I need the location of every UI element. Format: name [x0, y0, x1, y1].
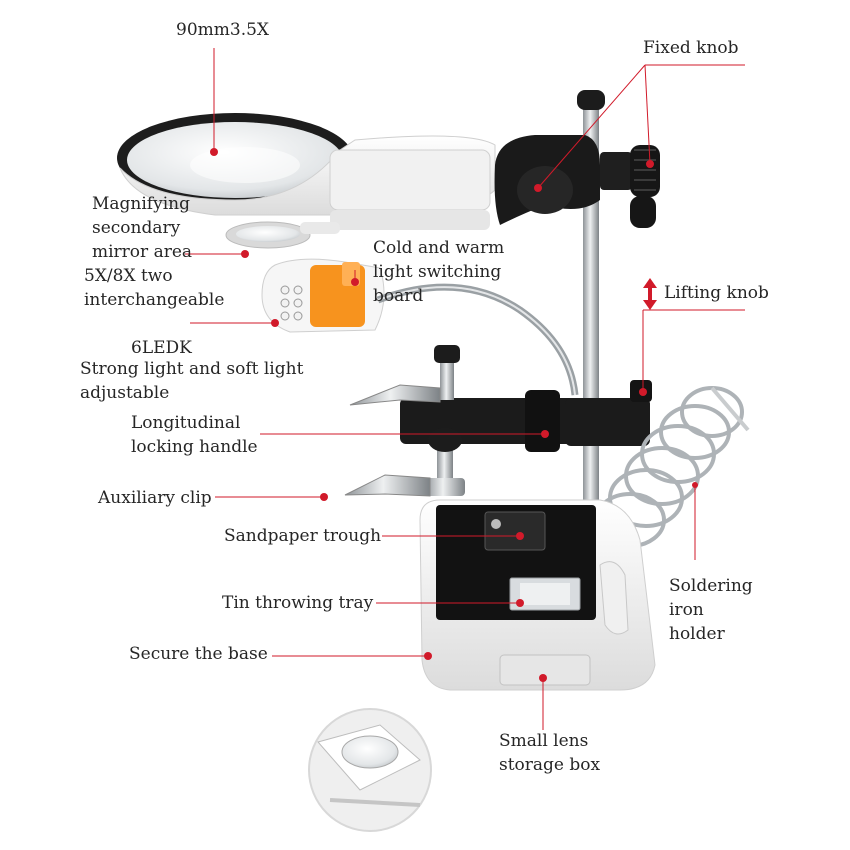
led-lamp: [261, 258, 385, 333]
magnifier-head: [117, 113, 496, 230]
label-light-adjustable: Strong light and soft light adjustable: [80, 359, 304, 403]
clip-arm: [400, 345, 652, 496]
label-secondary-mirror: Magnifying secondary mirror area: [92, 194, 193, 262]
base: [419, 499, 656, 691]
secondary-lens: [225, 221, 340, 249]
fixed-knob-assembly: [494, 135, 660, 228]
label-secure-base: Secure the base: [129, 644, 268, 664]
label-lifting-knob: Lifting knob: [664, 283, 769, 303]
up-down-arrow-icon: [643, 278, 657, 310]
label-auxiliary-clip: Auxiliary clip: [98, 488, 212, 508]
led-array: [280, 285, 303, 321]
label-interchangeable: 5X/8X two interchangeable: [84, 266, 225, 310]
label-tin-tray: Tin throwing tray: [222, 593, 374, 613]
label-sandpaper-trough: Sandpaper trough: [224, 526, 382, 546]
storage-box-inset: [308, 708, 432, 832]
annotation-leaders: [185, 48, 745, 730]
label-led-count: 6LEDK: [131, 338, 192, 358]
label-lens-size: 90mm3.5X: [176, 20, 270, 40]
label-light-switch: Cold and warm light switching board: [373, 238, 505, 306]
alligator-clips: [344, 384, 441, 497]
label-locking-handle: Longitudinal locking handle: [131, 413, 258, 457]
label-soldering-holder: Soldering iron holder: [669, 576, 753, 644]
label-fixed-knob: Fixed knob: [643, 38, 739, 58]
label-storage-box: Small lens storage box: [499, 731, 601, 775]
